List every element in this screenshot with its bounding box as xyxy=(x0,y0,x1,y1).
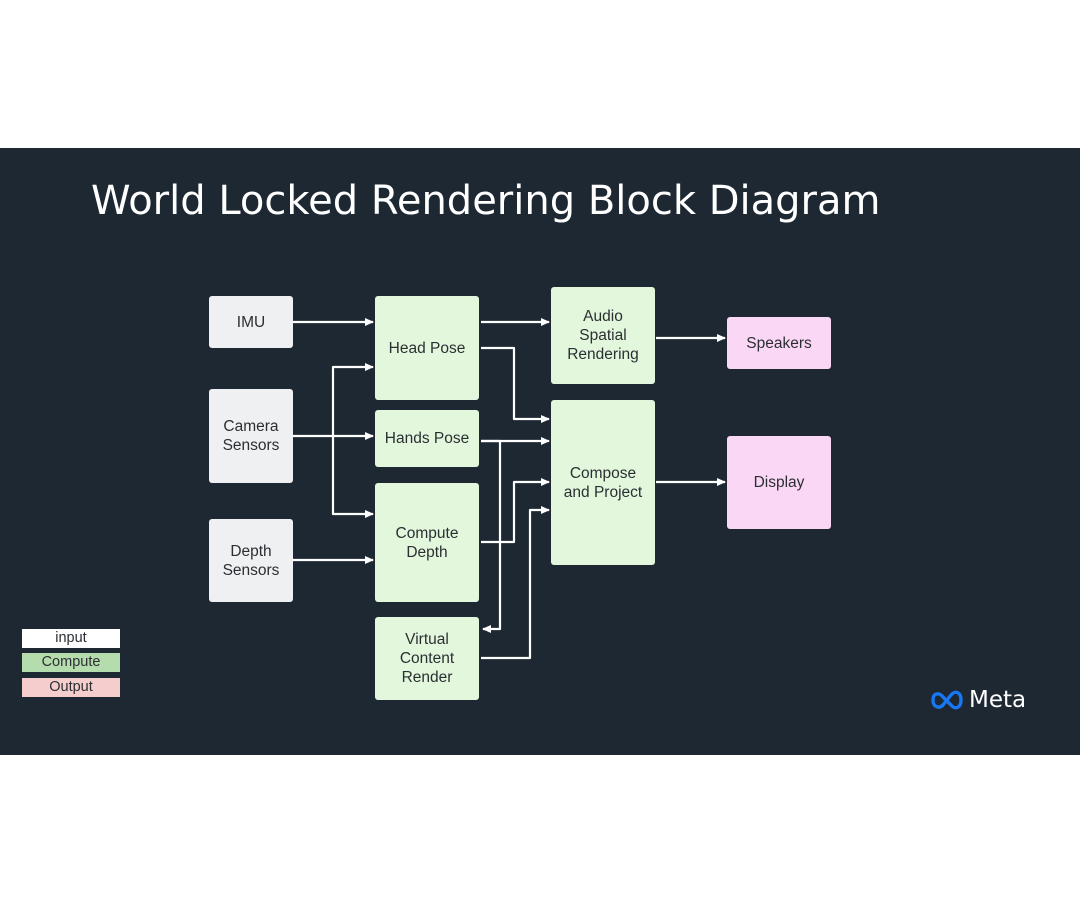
arrow-compute-depth-to-compose xyxy=(481,478,550,544)
display-block: Display xyxy=(727,436,831,529)
connector-arrows xyxy=(293,318,726,660)
speakers-block: Speakers xyxy=(727,317,831,369)
camera-sensors-block: Camera Sensors xyxy=(209,389,293,483)
compose-and-project-block: Compose and Project xyxy=(551,400,655,565)
legend-compute: Compute xyxy=(22,653,120,672)
compute-depth-block: Compute Depth xyxy=(375,483,479,602)
arrow-head-pose-to-compose xyxy=(481,346,550,423)
slide: World Locked Rendering Block Diagram IMU… xyxy=(0,148,1080,755)
legend-output: Output xyxy=(22,678,120,697)
meta-infinity-icon xyxy=(931,690,963,710)
meta-logo-text: Meta xyxy=(969,687,1027,713)
legend-input: input xyxy=(22,629,120,648)
head-pose-block: Head Pose xyxy=(375,296,479,400)
audio-spatial-rendering-block: Audio Spatial Rendering xyxy=(551,287,655,384)
arrow-virtual-content-to-compose xyxy=(481,506,550,660)
arrow-camera-to-head-pose xyxy=(331,363,374,436)
arrow-camera-to-compute-depth xyxy=(331,436,374,518)
depth-sensors-block: Depth Sensors xyxy=(209,519,293,602)
hands-pose-block: Hands Pose xyxy=(375,410,479,467)
arrow-hands-pose-to-virtual-content xyxy=(481,439,502,633)
meta-logo: Meta xyxy=(930,687,1026,713)
imu-block: IMU xyxy=(209,296,293,348)
diagram-title: World Locked Rendering Block Diagram xyxy=(91,178,881,224)
virtual-content-render-block: Virtual Content Render xyxy=(375,617,479,700)
